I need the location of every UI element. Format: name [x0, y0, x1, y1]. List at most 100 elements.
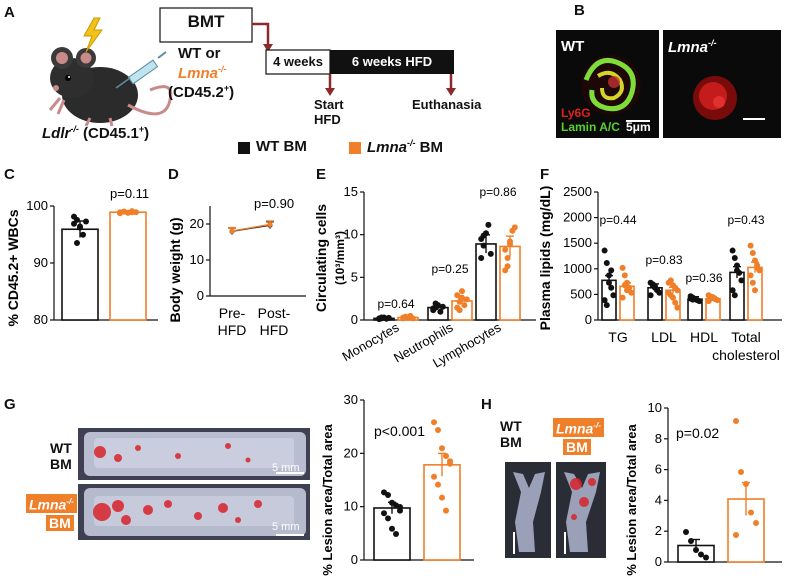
g-pvalue: p<0.001 [374, 423, 425, 439]
f-xtick-label-2: cholesterol [712, 347, 780, 363]
g-lmna-label: Lmna-/- BM [26, 494, 77, 531]
f-y-tick-label: 500 [570, 286, 592, 301]
c-dot-wt [74, 240, 80, 246]
f-ylabel: Plasma lipids (mg/dL) [537, 186, 553, 331]
h-dot-lmna [733, 532, 739, 538]
g-dot-lmna [443, 453, 449, 459]
h-dot-lmna [748, 509, 754, 516]
f-dot-lmna [619, 264, 626, 271]
e-ylabel-1: Circulating cells [313, 204, 329, 312]
aorta-photo-lmna [78, 484, 310, 540]
h-dot-lmna [733, 418, 739, 424]
e-dot-lmna [459, 288, 465, 295]
h-y-tick-label: 10 [648, 400, 662, 415]
g-y-tick-label: 20 [344, 445, 358, 460]
panel-label-e: E [316, 166, 327, 183]
e-dot-wt [430, 305, 437, 312]
aorta-photo-wt [78, 428, 310, 480]
legend-wt-swatch [238, 142, 250, 154]
c-bar-wt [61, 228, 99, 321]
e-dot-lmna [405, 314, 411, 321]
g-dot-wt [393, 531, 399, 537]
e-dot-lmna [454, 292, 461, 299]
bmt-box [159, 7, 253, 43]
panel-label-f: F [540, 166, 550, 183]
f-dot-lmna [628, 289, 635, 296]
g-dot-lmna [431, 473, 437, 480]
f-xtick-label: LDL [651, 329, 677, 345]
f-dot-lmna [667, 277, 674, 284]
micro-wt-label: WT [561, 38, 585, 55]
e-dot-wt [439, 303, 446, 310]
d-ylabel: Body weight (g) [167, 218, 183, 323]
h-pvalue: p=0.02 [676, 425, 719, 441]
e-dot-lmna [502, 246, 509, 253]
euthanasia-label: Euthanasia [412, 97, 482, 112]
d-y-tick-label: 10 [190, 252, 204, 267]
e-dot-wt [487, 250, 494, 257]
timeline-4-weeks [265, 49, 331, 75]
micro-scale-label: 5μm [626, 120, 651, 134]
h-dot-wt [693, 547, 699, 553]
c-dot-wt [83, 218, 89, 225]
g-dot-lmna [439, 494, 445, 501]
f-dot-wt [656, 289, 663, 296]
f-dot-lmna [752, 257, 758, 264]
panel-label-g: G [4, 396, 16, 413]
e-pvalue: p=0.86 [479, 185, 516, 199]
f-dot-wt [610, 292, 617, 299]
f-dot-lmna [749, 279, 756, 286]
h-ylabel: % Lesion area/Total area [624, 423, 639, 575]
f-dot-wt [652, 283, 658, 290]
arch-photo-wt [505, 462, 551, 558]
f-xtick-label: TG [608, 329, 627, 345]
f-y-tick-label: 2000 [563, 210, 592, 225]
lmna-label: Lmna-/- [178, 64, 227, 82]
scale-1mm: 1 mm [490, 482, 502, 511]
g-dot-wt [385, 492, 391, 498]
f-y-tick-label: 0 [585, 312, 592, 327]
f-xtick-label: Total [731, 329, 761, 345]
f-dot-wt [647, 292, 654, 299]
d-xtick-1b: HFD [218, 322, 247, 338]
f-y-tick-label: 2500 [563, 184, 592, 199]
weeks6-label: 6 weeks HFD [351, 54, 433, 69]
f-dot-wt [608, 284, 615, 291]
g-ylabel: % Lesion area/Total area [320, 423, 335, 575]
mouse-illustration [48, 47, 173, 127]
f-pvalue: p=0.83 [645, 253, 682, 267]
e-xtick-label: Monocytes [340, 319, 402, 364]
e-dot-lmna [507, 240, 513, 247]
e-dot-wt [378, 314, 385, 321]
scale-5mm-wt: 5 mm [272, 462, 300, 474]
bmt-arrow [252, 22, 270, 46]
c-dot-wt [80, 231, 86, 238]
e-dot-lmna [463, 296, 470, 303]
g-bar-lmna [423, 464, 461, 561]
d-y-tick-label: 0 [197, 288, 204, 303]
h-lmna-label: Lmna-/- BM [553, 418, 604, 455]
f-xtick-label: HDL [690, 329, 718, 345]
d-line-lmna [231, 223, 271, 232]
c-y-tick-label: 100 [26, 198, 48, 213]
e-dot-wt [432, 300, 439, 307]
h-dot-wt [683, 529, 689, 535]
panel-label-a: A [4, 4, 15, 21]
f-dot-wt [734, 262, 740, 269]
legend-wt-label: WT BM [256, 138, 307, 155]
f-dot-wt [696, 298, 703, 305]
f-dot-lmna [624, 287, 630, 294]
f-dot-wt [603, 259, 610, 266]
e-dot-lmna [504, 263, 511, 270]
f-dot-wt [606, 272, 612, 279]
f-dot-wt [729, 247, 736, 254]
f-dot-wt [606, 279, 612, 286]
e-dot-lmna [511, 224, 518, 231]
f-dot-lmna [674, 287, 681, 294]
f-dot-wt [608, 267, 615, 274]
f-dot-lmna [672, 299, 679, 306]
g-dot-lmna [431, 419, 437, 426]
d-xtick-2a: Post- [258, 305, 291, 321]
